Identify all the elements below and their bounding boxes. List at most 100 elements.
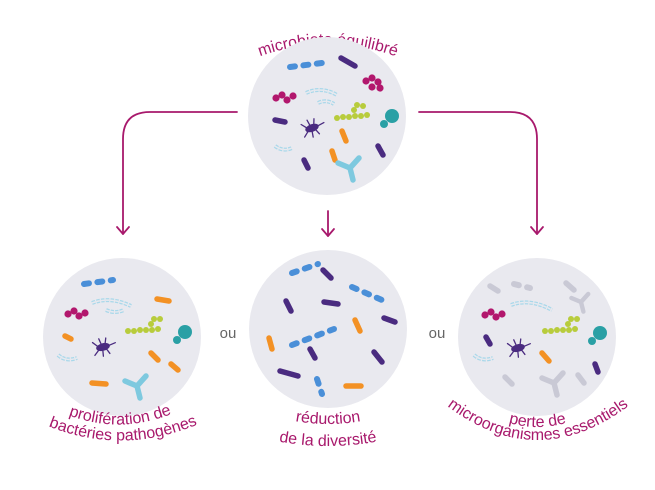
streptococcus-chain: [105, 308, 125, 314]
teal-coccus-large: [385, 109, 399, 123]
teal-coccus-small: [380, 120, 388, 128]
coccus: [498, 310, 506, 318]
streptococcus-chain: [56, 353, 78, 362]
coccus-cluster: [272, 91, 297, 104]
coccus: [278, 91, 286, 99]
bead: [137, 327, 143, 333]
teal-coccus-small: [588, 337, 596, 345]
streptococcus-chain: [273, 144, 293, 152]
bead: [131, 328, 137, 334]
rod-bacterium: [154, 296, 172, 304]
rod-bacterium: [168, 361, 181, 373]
coccus: [481, 311, 489, 319]
essential-loss-circle: [458, 258, 616, 416]
coccus: [289, 92, 297, 100]
bead: [566, 327, 572, 333]
rod-bacterium: [307, 346, 318, 361]
chain-inner: [105, 309, 125, 313]
outcome-label-diversity: de la diversité: [278, 429, 378, 450]
rod-bacterium: [148, 350, 161, 363]
bead: [360, 103, 366, 109]
bead: [354, 102, 360, 108]
rod-bacterium: [539, 350, 552, 364]
separator-or-right: ou: [429, 325, 446, 342]
coccus: [368, 83, 376, 91]
rod-bacterium: [272, 117, 288, 125]
coccus: [362, 77, 370, 85]
balanced-microbiota-circle: [248, 37, 406, 195]
streptococcus-chain: [510, 300, 553, 312]
circle-background: [458, 258, 616, 416]
teal-coccus-small: [173, 336, 181, 344]
coccus: [81, 309, 89, 317]
bead: [334, 115, 340, 121]
reduced-diversity-circle: [249, 250, 407, 408]
segmented-rod-bacterium: [289, 326, 337, 348]
outcome-label-diversity: réduction: [295, 408, 362, 428]
outcome-2-line-2: de la diversité: [278, 429, 378, 450]
rod-bacterium: [329, 148, 338, 163]
coccus: [376, 84, 384, 92]
rod-bacterium: [89, 380, 109, 387]
chain-inner: [317, 100, 335, 105]
chain-inner: [305, 89, 338, 96]
chain-inner: [274, 145, 293, 151]
coccus-cluster: [481, 308, 506, 321]
coccus: [487, 308, 495, 316]
segmented-rod-bacterium: [289, 261, 321, 276]
chain-inner: [510, 301, 553, 311]
chain-inner: [473, 354, 494, 361]
arrow-left-line: [122, 111, 238, 235]
coccus-cluster: [64, 307, 89, 320]
teal-coccus-large: [593, 326, 607, 340]
coccus: [492, 313, 500, 321]
segmented-rod-bacterium: [81, 277, 116, 287]
bead: [572, 326, 578, 332]
rod-bacterium: [266, 335, 275, 352]
bead-chain-bacterium: [542, 316, 580, 334]
rod-bacterium: [62, 333, 74, 342]
bead: [548, 328, 554, 334]
pathogen-proliferation-circle: [43, 258, 201, 416]
arrow-right-head: [530, 226, 544, 235]
coccus: [374, 78, 382, 86]
bead: [155, 326, 161, 332]
segmented-rod-bacterium: [287, 60, 325, 70]
bead: [157, 316, 163, 322]
outcome-2-line-1: réduction: [295, 408, 362, 428]
streptococcus-chain: [472, 353, 494, 362]
segmented-rod-bacterium: [314, 376, 325, 397]
bead-chain-bacterium: [125, 316, 163, 334]
coccus: [272, 94, 280, 102]
rod-bacterium: [301, 157, 311, 171]
rod-bacterium: [320, 267, 334, 281]
bead: [346, 114, 352, 120]
coccus: [70, 307, 78, 315]
coccus: [64, 310, 72, 318]
bead: [574, 316, 580, 322]
rod-bacterium: [277, 368, 301, 379]
faded-segmented-rod-bacterium: [511, 281, 533, 291]
bead: [565, 321, 571, 327]
coccus: [75, 312, 83, 320]
bead: [554, 327, 560, 333]
rod-bacterium: [339, 128, 349, 144]
bead-chain-bacterium: [334, 102, 370, 121]
segmented-rod-bacterium: [349, 284, 385, 303]
streptococcus-chain: [91, 298, 132, 308]
rod-bacterium: [371, 349, 385, 365]
bead: [358, 113, 364, 119]
arrow-left: [116, 111, 238, 235]
rod-bacterium: [338, 55, 358, 69]
teal-coccus: [588, 326, 607, 345]
rod-bacterium: [321, 299, 341, 307]
bead: [560, 327, 566, 333]
bead: [568, 316, 574, 322]
faded-rod-bacterium: [563, 280, 577, 293]
circle-background: [248, 37, 406, 195]
rod-bacterium: [381, 315, 398, 325]
arrow-right: [418, 111, 544, 235]
faded-rod-bacterium: [502, 374, 515, 387]
teal-coccus-large: [178, 325, 192, 339]
